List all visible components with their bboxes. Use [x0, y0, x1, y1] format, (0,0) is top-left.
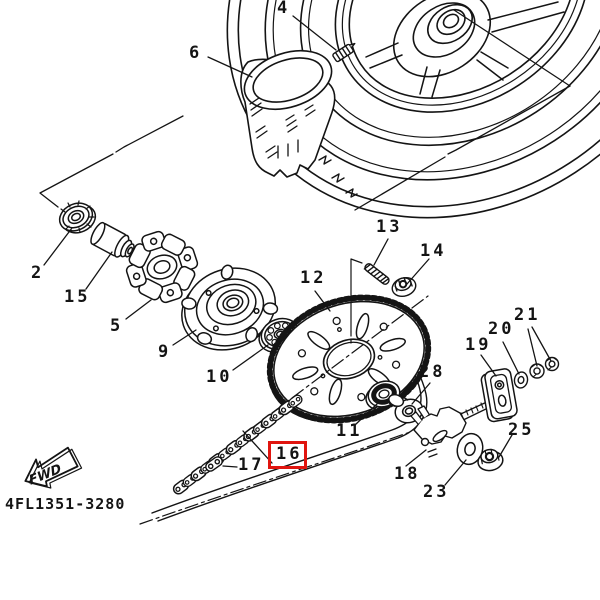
nuts-21 [529, 356, 560, 379]
part-label-14: 14 [420, 241, 447, 261]
cush-drive-housing [240, 49, 336, 178]
washer-20 [513, 371, 529, 389]
part-label-18: 18 [394, 464, 421, 484]
part-label-17: 17 [238, 455, 265, 475]
part-label-9: 9 [158, 342, 172, 362]
part-label-2: 2 [31, 263, 45, 283]
collar-15 [90, 221, 135, 258]
part-label-23: 23 [423, 482, 450, 502]
sprocket [266, 294, 432, 424]
part-label-20: 20 [488, 319, 515, 339]
nut-25 [477, 448, 504, 472]
bearing-2 [58, 200, 97, 234]
part-label-13: 13 [376, 217, 403, 237]
wheel-hub [392, 0, 492, 78]
valve-stem [332, 42, 356, 63]
housing-hatching [249, 97, 316, 159]
part-label-6: 6 [189, 43, 203, 63]
fwd-arrow: FWD [24, 446, 83, 489]
part-label-21: 21 [514, 305, 541, 325]
washer-23 [456, 432, 484, 466]
sprocket-hub-9 [181, 264, 279, 351]
part-label-19: 19 [465, 335, 492, 355]
master-link [205, 456, 223, 472]
part-label-16: 16 [268, 441, 308, 469]
nut-14 [391, 276, 417, 298]
part-label-12: 12 [300, 268, 327, 288]
part-label-10: 10 [206, 367, 233, 387]
part-label-5: 5 [110, 316, 124, 336]
bolt-13 [363, 263, 390, 285]
part-label-4: 4 [277, 0, 291, 18]
adjuster-plate-19 [480, 368, 518, 423]
damper-set-5 [125, 230, 199, 304]
alignment-lines [39, 9, 571, 211]
wheel-spokes [365, 1, 565, 98]
part-label-15: 15 [64, 287, 91, 307]
leader-lines [43, 15, 552, 486]
part-label-11: 11 [336, 421, 363, 441]
part-label-25: 25 [508, 420, 535, 440]
part-label-28: 28 [419, 362, 446, 382]
rear-wheel [226, 0, 600, 219]
diagram-code: 4FL1351-3280 [5, 495, 126, 513]
